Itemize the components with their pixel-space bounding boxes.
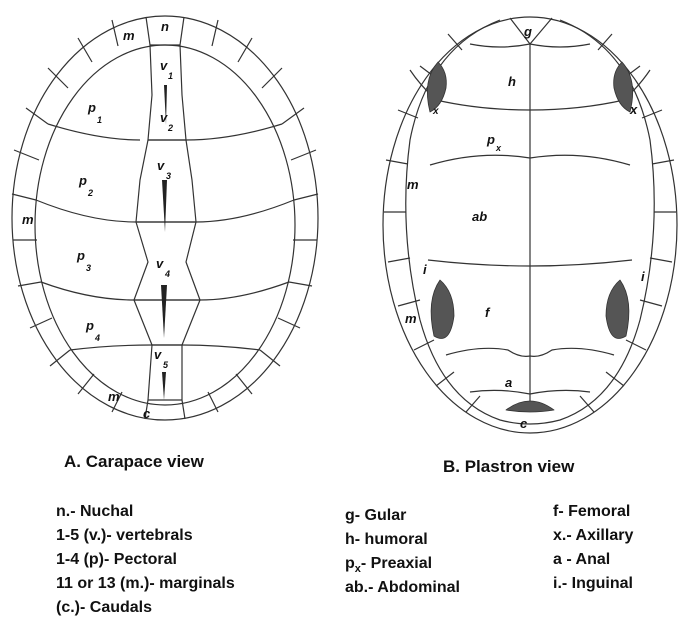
label-pectoral-4: p 4 [85,318,100,343]
svg-text:2: 2 [87,188,93,198]
label-anal: a [505,375,512,390]
svg-text:p: p [87,100,96,115]
svg-text:v: v [154,347,162,362]
legend-item-anal: a - Anal [553,548,633,572]
svg-text:p: p [78,173,87,188]
legend-item-vertebrals: 1-5 (v.)- vertebrals [56,524,235,548]
legend-plastron-1: g- Gular h- humoral px- Preaxial ab.- Ab… [345,504,460,600]
carapace-ridge [161,85,167,400]
legend-item-marginals: 11 or 13 (m.)- marginals [56,572,235,596]
label-vertebral-3: v 3 [157,158,171,181]
label-inguinal-right: i [641,269,645,284]
carapace-vertebral-scutes [134,45,200,400]
label-abdominal: ab [472,209,487,224]
label-vertebral-5: v 5 [154,347,169,370]
svg-text:3: 3 [166,171,171,181]
label-inguinal-left: i [423,262,427,277]
legend-item-caudals: (c.)- Caudals [56,596,235,620]
label-pectoral-1: p 1 [87,100,102,125]
svg-text:p: p [486,132,495,147]
svg-text:v: v [157,158,165,173]
label-femoral: f [485,305,491,320]
label-humoral: h [508,74,516,89]
legend-item-nuchal: n.- Nuchal [56,500,235,524]
legend-item-axillary: x.- Axillary [553,524,633,548]
label-axillary-left: x [432,106,439,117]
legend-plastron-2: f- Femoral x.- Axillary a - Anal i.- Ing… [553,500,633,596]
svg-text:v: v [156,256,164,271]
label-gular: g [523,24,532,39]
label-marginal-bottom: m [108,389,120,404]
inguinal-notch-left [431,280,454,339]
legend-item-gular: g- Gular [345,504,460,528]
label-vertebral-2: v 2 [160,110,173,133]
inguinal-notch-right [606,280,629,339]
svg-text:4: 4 [94,333,100,343]
svg-text:4: 4 [164,269,170,279]
svg-text:1: 1 [168,71,173,81]
plastron-view-title: B. Plastron view [443,457,574,477]
legend-item-abdominal: ab.- Abdominal [345,576,460,600]
axillary-notch-left [427,62,446,112]
svg-text:p: p [76,248,85,263]
label-marginal-lower: m [405,311,417,326]
svg-text:5: 5 [163,360,169,370]
label-preaxial: p x [486,132,502,153]
plastron-figure [383,17,677,433]
label-vertebral-1: v 1 [160,58,173,81]
label-pectoral-2: p 2 [78,173,93,198]
anal-notch [506,401,554,412]
svg-text:x: x [495,143,502,153]
svg-text:v: v [160,110,168,125]
label-marginal-left: m [22,212,34,227]
legend-carapace: n.- Nuchal 1-5 (v.)- vertebrals 1-4 (p)-… [56,500,235,620]
legend-item-inguinal: i.- Inguinal [553,572,633,596]
label-marginal-top: m [123,28,135,43]
svg-text:v: v [160,58,168,73]
svg-text:p: p [85,318,94,333]
legend-item-femoral: f- Femoral [553,500,633,524]
svg-text:1: 1 [97,115,102,125]
label-caudal: c [143,406,151,421]
svg-text:3: 3 [86,263,91,273]
legend-item-humoral: h- humoral [345,528,460,552]
label-caudal: c [520,416,528,431]
label-axillary-right: x [629,102,638,117]
svg-text:2: 2 [167,123,173,133]
label-nuchal: n [161,19,169,34]
label-vertebral-4: v 4 [156,256,170,279]
label-marginal-upper: m [407,177,419,192]
legend-item-preaxial: px- Preaxial [345,552,460,576]
carapace-view-title: A. Carapace view [64,452,204,472]
label-pectoral-3: p 3 [76,248,91,273]
legend-item-pectoral: 1-4 (p)- Pectoral [56,548,235,572]
